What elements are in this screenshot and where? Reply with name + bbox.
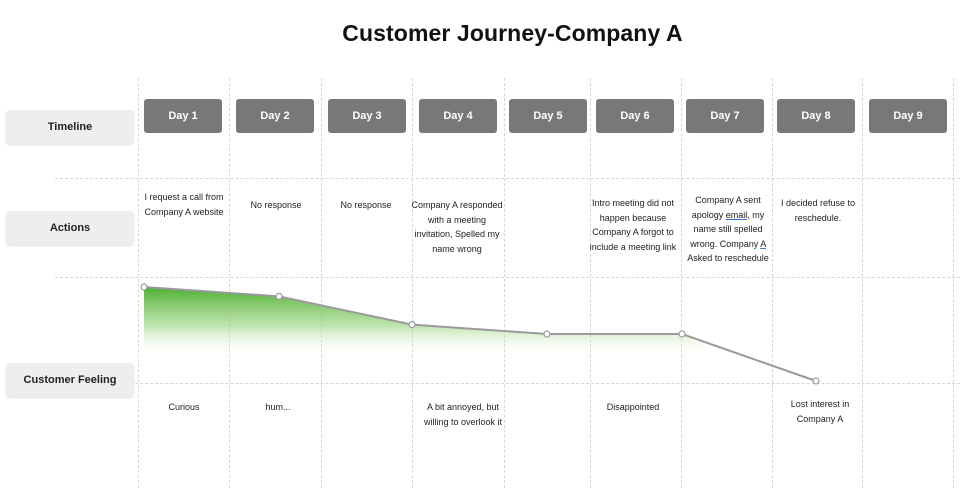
- grid-line: [55, 178, 960, 179]
- grid-line: [321, 78, 322, 488]
- action-day-6: Intro meeting did not happen because Com…: [589, 198, 677, 252]
- feeling-point-day-4: [408, 321, 416, 329]
- grid-line: [504, 78, 505, 488]
- day-2-header: Day 2: [236, 99, 314, 133]
- feeling-point-day-6: [678, 330, 686, 338]
- grid-line: [862, 78, 863, 488]
- feeling-day-6: Disappointed: [606, 402, 660, 412]
- grid-line: [55, 277, 960, 278]
- grid-line: [772, 78, 773, 488]
- row-label-actions: Actions: [6, 211, 134, 245]
- action-day-1: I request a call from Company A website: [144, 192, 224, 217]
- action-day-7-underlined: email,: [725, 209, 750, 220]
- action-day-7-text: Company A sent apology: [691, 195, 761, 220]
- day-1-header: Day 1: [144, 99, 222, 133]
- action-day-3: No response: [340, 200, 392, 210]
- feeling-line: [143, 286, 817, 382]
- action-day-7-text: Asked to reschedule: [687, 253, 769, 263]
- action-day-4: Company A responded with a meeting invit…: [411, 200, 503, 254]
- feeling-point-day-5: [543, 330, 551, 338]
- grid-line: [138, 78, 139, 488]
- grid-line: [681, 78, 682, 488]
- feeling-day-8: Lost interest in Company A: [790, 399, 850, 424]
- grid-line: [55, 383, 960, 384]
- day-6-header: Day 6: [596, 99, 674, 133]
- day-7-header: Day 7: [686, 99, 764, 133]
- day-3-header: Day 3: [328, 99, 406, 133]
- page-title: Customer Journey-Company A: [342, 20, 683, 46]
- grid-line: [412, 78, 413, 488]
- row-label-customer-feeling: Customer Feeling: [6, 363, 134, 397]
- feeling-point-day-1: [140, 283, 148, 291]
- action-day-7: Company A sent apology email, my name st…: [681, 193, 775, 266]
- grid-line: [953, 78, 954, 488]
- feeling-area: [144, 287, 722, 356]
- row-label-timeline: Timeline: [6, 110, 134, 144]
- feeling-point-day-2: [275, 292, 283, 300]
- day-9-header: Day 9: [869, 99, 947, 133]
- day-4-header: Day 4: [419, 99, 497, 133]
- action-day-2: No response: [250, 200, 302, 210]
- feeling-day-1: Curious: [168, 402, 200, 412]
- day-5-header: Day 5: [509, 99, 587, 133]
- feeling-point-day-8: [812, 377, 820, 385]
- grid-line: [590, 78, 591, 488]
- feeling-day-2: hum...: [265, 402, 291, 412]
- action-day-7-text: my name still spelled wrong. Company: [690, 209, 765, 249]
- action-day-8: I decided refuse to reschedule.: [780, 198, 856, 223]
- grid-line: [229, 78, 230, 488]
- action-day-7-underlined: A: [760, 238, 766, 249]
- feeling-day-4: A bit annoyed, but willing to overlook i…: [423, 402, 503, 427]
- day-8-header: Day 8: [777, 99, 855, 133]
